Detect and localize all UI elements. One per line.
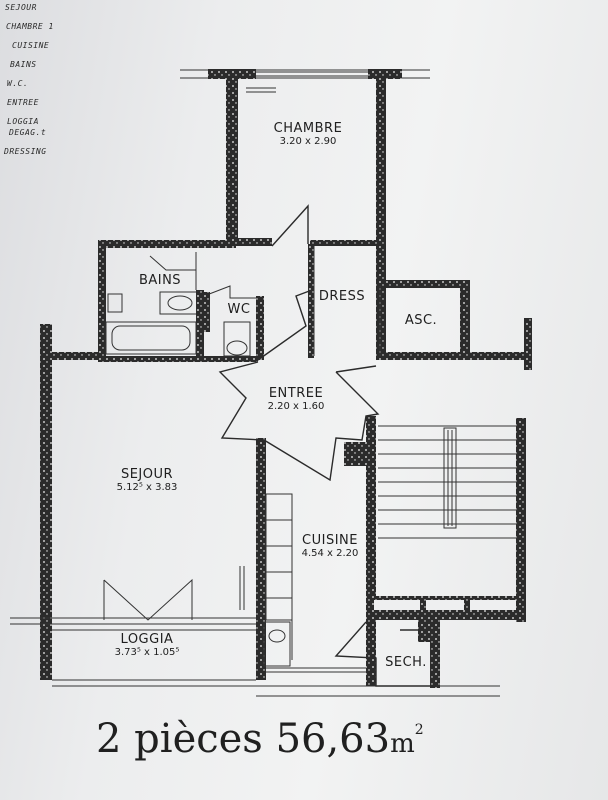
area-unit: m <box>390 729 415 759</box>
room-dimensions: 3.20 x 2.90 <box>279 136 337 147</box>
total-area: 56,63 <box>275 716 391 762</box>
room-name: CHAMBRE <box>273 121 343 136</box>
legend-item: CUISINE <box>12 41 50 50</box>
apartment-summary: 2 pièces 56,63m2 <box>96 716 516 762</box>
room-dimensions: 5.12⁵ x 3.83 <box>116 482 178 493</box>
staircase <box>378 425 518 539</box>
legend-item: DRESSING <box>4 147 47 156</box>
room-name: SEJOUR <box>120 467 174 482</box>
room-name: DRESS <box>318 289 366 304</box>
wc-fixtures <box>203 285 256 357</box>
room-sejour: SEJOUR 5.12⁵ x 3.83 <box>92 467 202 493</box>
room-sech: SECH. <box>380 655 432 670</box>
room-legend: SEJOUR CHAMBRE 1 CUISINE BAINS W.C. ENTR… <box>4 2 104 165</box>
bathroom-fixtures <box>105 252 199 355</box>
room-name: ENTREE <box>268 386 324 401</box>
legend-item: DEGAG.t <box>9 128 47 137</box>
room-asc: ASC. <box>396 313 446 328</box>
legend-item: SEJOUR <box>5 3 37 12</box>
room-dimensions: 2.20 x 1.60 <box>267 401 325 412</box>
wall-inner <box>374 600 516 610</box>
legend-item: W.C. <box>7 79 29 88</box>
legend-item: ENTREE <box>7 98 39 107</box>
entree-outline <box>218 204 380 482</box>
legend-item: BAINS <box>10 60 37 69</box>
legend-item: CHAMBRE 1 <box>6 22 54 31</box>
kitchen-counter <box>263 493 293 667</box>
room-bains: BAINS <box>130 273 190 288</box>
room-name: LOGGIA <box>120 632 174 647</box>
room-entree: ENTREE 2.20 x 1.60 <box>246 386 346 412</box>
sechoir-outline <box>334 620 438 687</box>
radiator <box>246 87 276 93</box>
room-name: SECH. <box>385 655 427 670</box>
room-dress: DRESS <box>314 289 370 304</box>
dress-partition <box>313 246 381 356</box>
room-name: CUISINE <box>302 533 358 548</box>
area-exponent: 2 <box>414 722 424 738</box>
room-dimensions: 4.54 x 2.20 <box>301 548 359 559</box>
room-chambre: CHAMBRE 3.20 x 2.90 <box>258 121 358 147</box>
room-name: ASC. <box>404 313 438 328</box>
walls <box>40 69 532 688</box>
room-name: BAINS <box>138 273 182 288</box>
room-count: 2 pièces <box>96 716 263 762</box>
room-cuisine: CUISINE 4.54 x 2.20 <box>290 533 370 559</box>
room-loggia: LOGGIA 3.73⁵ x 1.05⁵ <box>92 632 202 658</box>
room-dimensions: 3.73⁵ x 1.05⁵ <box>114 647 180 658</box>
room-wc: WC <box>224 302 254 317</box>
room-name: WC <box>227 302 251 317</box>
legend-item: LOGGIA <box>7 117 39 126</box>
